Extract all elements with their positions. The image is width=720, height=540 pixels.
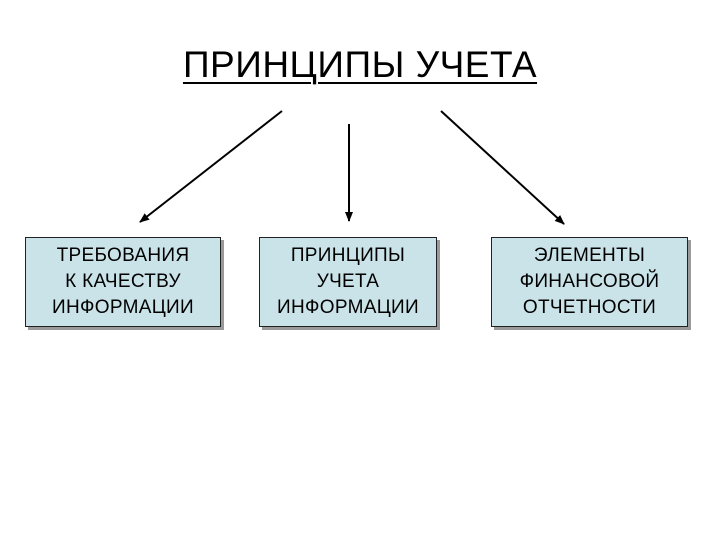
box-line: ИНФОРМАЦИИ bbox=[277, 297, 419, 318]
box-line: ОТЧЕТНОСТИ bbox=[522, 297, 657, 318]
diagram-title-text: ПРИНЦИПЫ УЧЕТА bbox=[182, 44, 538, 85]
box-line: ЭЛЕМЕНТЫ bbox=[533, 245, 646, 266]
arrow-right bbox=[440, 110, 565, 225]
box-line: К КАЧЕСТВУ bbox=[65, 271, 181, 292]
box-line: ИНФОРМАЦИИ bbox=[52, 297, 194, 318]
box-financial-statement-elements-text: ЭЛЕМЕНТЫ ФИНАНСОВОЙ ОТЧЕТНОСТИ bbox=[520, 243, 660, 321]
box-accounting-principles-text: ПРИНЦИПЫ УЧЕТА ИНФОРМАЦИИ bbox=[277, 243, 419, 321]
box-line: ФИНАНСОВОЙ bbox=[519, 271, 660, 292]
arrow-left bbox=[139, 110, 283, 223]
diagram-title: ПРИНЦИПЫ УЧЕТА bbox=[0, 44, 720, 86]
box-line: ПРИНЦИПЫ bbox=[290, 245, 406, 266]
box-quality-requirements: ТРЕБОВАНИЯ К КАЧЕСТВУ ИНФОРМАЦИИ bbox=[25, 237, 221, 327]
box-line: УЧЕТА bbox=[316, 271, 380, 292]
box-accounting-principles: ПРИНЦИПЫ УЧЕТА ИНФОРМАЦИИ bbox=[259, 237, 437, 327]
box-quality-requirements-text: ТРЕБОВАНИЯ К КАЧЕСТВУ ИНФОРМАЦИИ bbox=[52, 243, 194, 321]
box-line: ТРЕБОВАНИЯ bbox=[56, 245, 190, 266]
box-financial-statement-elements: ЭЛЕМЕНТЫ ФИНАНСОВОЙ ОТЧЕТНОСТИ bbox=[491, 237, 688, 327]
